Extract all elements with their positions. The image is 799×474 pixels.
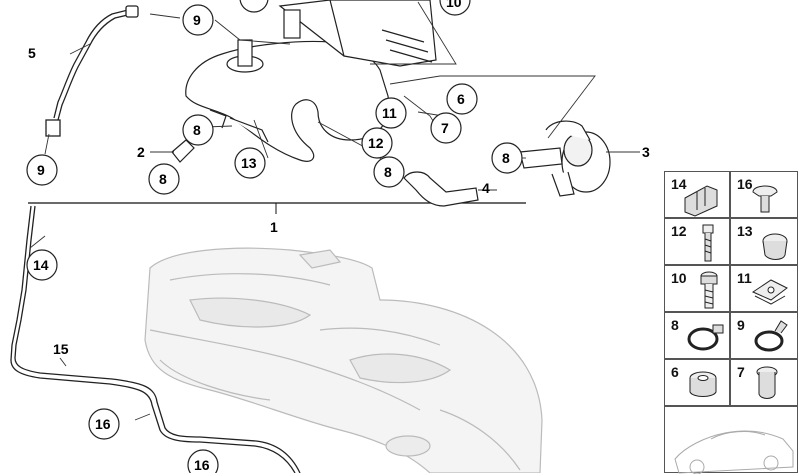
svg-text:11: 11 xyxy=(382,105,397,121)
svg-text:8: 8 xyxy=(502,150,510,166)
legend-vehicle-cell xyxy=(664,406,798,474)
label-1: 1 xyxy=(270,219,278,235)
svg-text:10: 10 xyxy=(446,0,462,10)
label-2: 2 xyxy=(137,144,145,160)
svg-text:8: 8 xyxy=(384,164,392,180)
label-4: 4 xyxy=(482,180,490,196)
svg-text:14: 14 xyxy=(33,257,49,273)
callout-9-top: 9 xyxy=(182,4,214,36)
expansion-tank-drawing xyxy=(185,39,390,162)
svg-text:9: 9 xyxy=(37,162,45,178)
callout-8-valve: 8 xyxy=(491,142,523,174)
fuel-tank-drawing xyxy=(144,247,543,473)
grommet-6-icon xyxy=(689,371,717,397)
legend-cell: 14 xyxy=(664,171,730,218)
callout-16-bottom: 16 xyxy=(187,449,219,473)
fuel-pipe-long xyxy=(10,205,301,473)
svg-text:16: 16 xyxy=(95,416,111,432)
callouts: 5 2 3 4 15 9 10 6 11 7 12 xyxy=(26,0,650,473)
callout-16-mid: 16 xyxy=(88,408,120,440)
legend-cell: 9 xyxy=(730,312,798,359)
parts-legend-grid: 14 16 12 13 10 xyxy=(664,171,798,474)
legend-cell: 12 xyxy=(664,218,730,265)
clip-nut-11-icon xyxy=(751,279,788,305)
legend-cell: 6 xyxy=(664,359,730,406)
label-15: 15 xyxy=(53,341,69,357)
callout-8-hose4: 8 xyxy=(373,156,405,188)
svg-text:6: 6 xyxy=(457,91,465,107)
label-3: 3 xyxy=(642,144,650,160)
callout-14: 14 xyxy=(26,249,58,281)
callout-9-left: 9 xyxy=(26,154,58,186)
valve-3-drawing xyxy=(519,120,611,197)
legend-cell: 13 xyxy=(730,218,798,265)
legend-cell: 10 xyxy=(664,265,730,312)
hose-4-drawing xyxy=(403,171,479,207)
hose-2-drawing xyxy=(171,139,195,163)
grommet-16-icon xyxy=(752,185,778,213)
legend-cell: 11 xyxy=(730,265,798,312)
callout-8-upper: 8 xyxy=(182,114,214,146)
callout-blank-top xyxy=(239,0,269,13)
svg-text:7: 7 xyxy=(441,120,449,136)
legend-cell: 8 xyxy=(664,312,730,359)
callout-6: 6 xyxy=(446,83,478,115)
svg-text:8: 8 xyxy=(193,122,201,138)
callout-10: 10 xyxy=(439,0,471,16)
vehicle-silhouette-icon xyxy=(674,430,794,474)
callout-11: 11 xyxy=(375,97,407,129)
legend-cell: 16 xyxy=(730,171,798,218)
svg-text:8: 8 xyxy=(159,171,167,187)
hose-clamp-8-icon xyxy=(687,324,724,351)
svg-text:9: 9 xyxy=(193,12,201,28)
label-5: 5 xyxy=(28,45,36,61)
callout-7: 7 xyxy=(430,112,462,144)
assembly-divider-line: 1 xyxy=(28,202,526,235)
screw-12-icon xyxy=(702,224,714,262)
callout-8-lower: 8 xyxy=(148,163,180,195)
carbon-canister-drawing xyxy=(278,0,437,67)
bolt-10-icon xyxy=(700,271,718,309)
breather-pipe xyxy=(45,5,139,137)
bushing-7-icon xyxy=(756,366,778,399)
hose-clamp-9-icon xyxy=(754,320,788,352)
svg-text:16: 16 xyxy=(194,457,210,473)
legend-cell: 7 xyxy=(730,359,798,406)
svg-text:13: 13 xyxy=(241,155,257,171)
callout-13: 13 xyxy=(234,147,266,179)
clip-14-icon xyxy=(684,185,718,217)
svg-text:12: 12 xyxy=(368,135,384,151)
plug-13-icon xyxy=(762,233,788,260)
callout-12: 12 xyxy=(361,127,393,159)
